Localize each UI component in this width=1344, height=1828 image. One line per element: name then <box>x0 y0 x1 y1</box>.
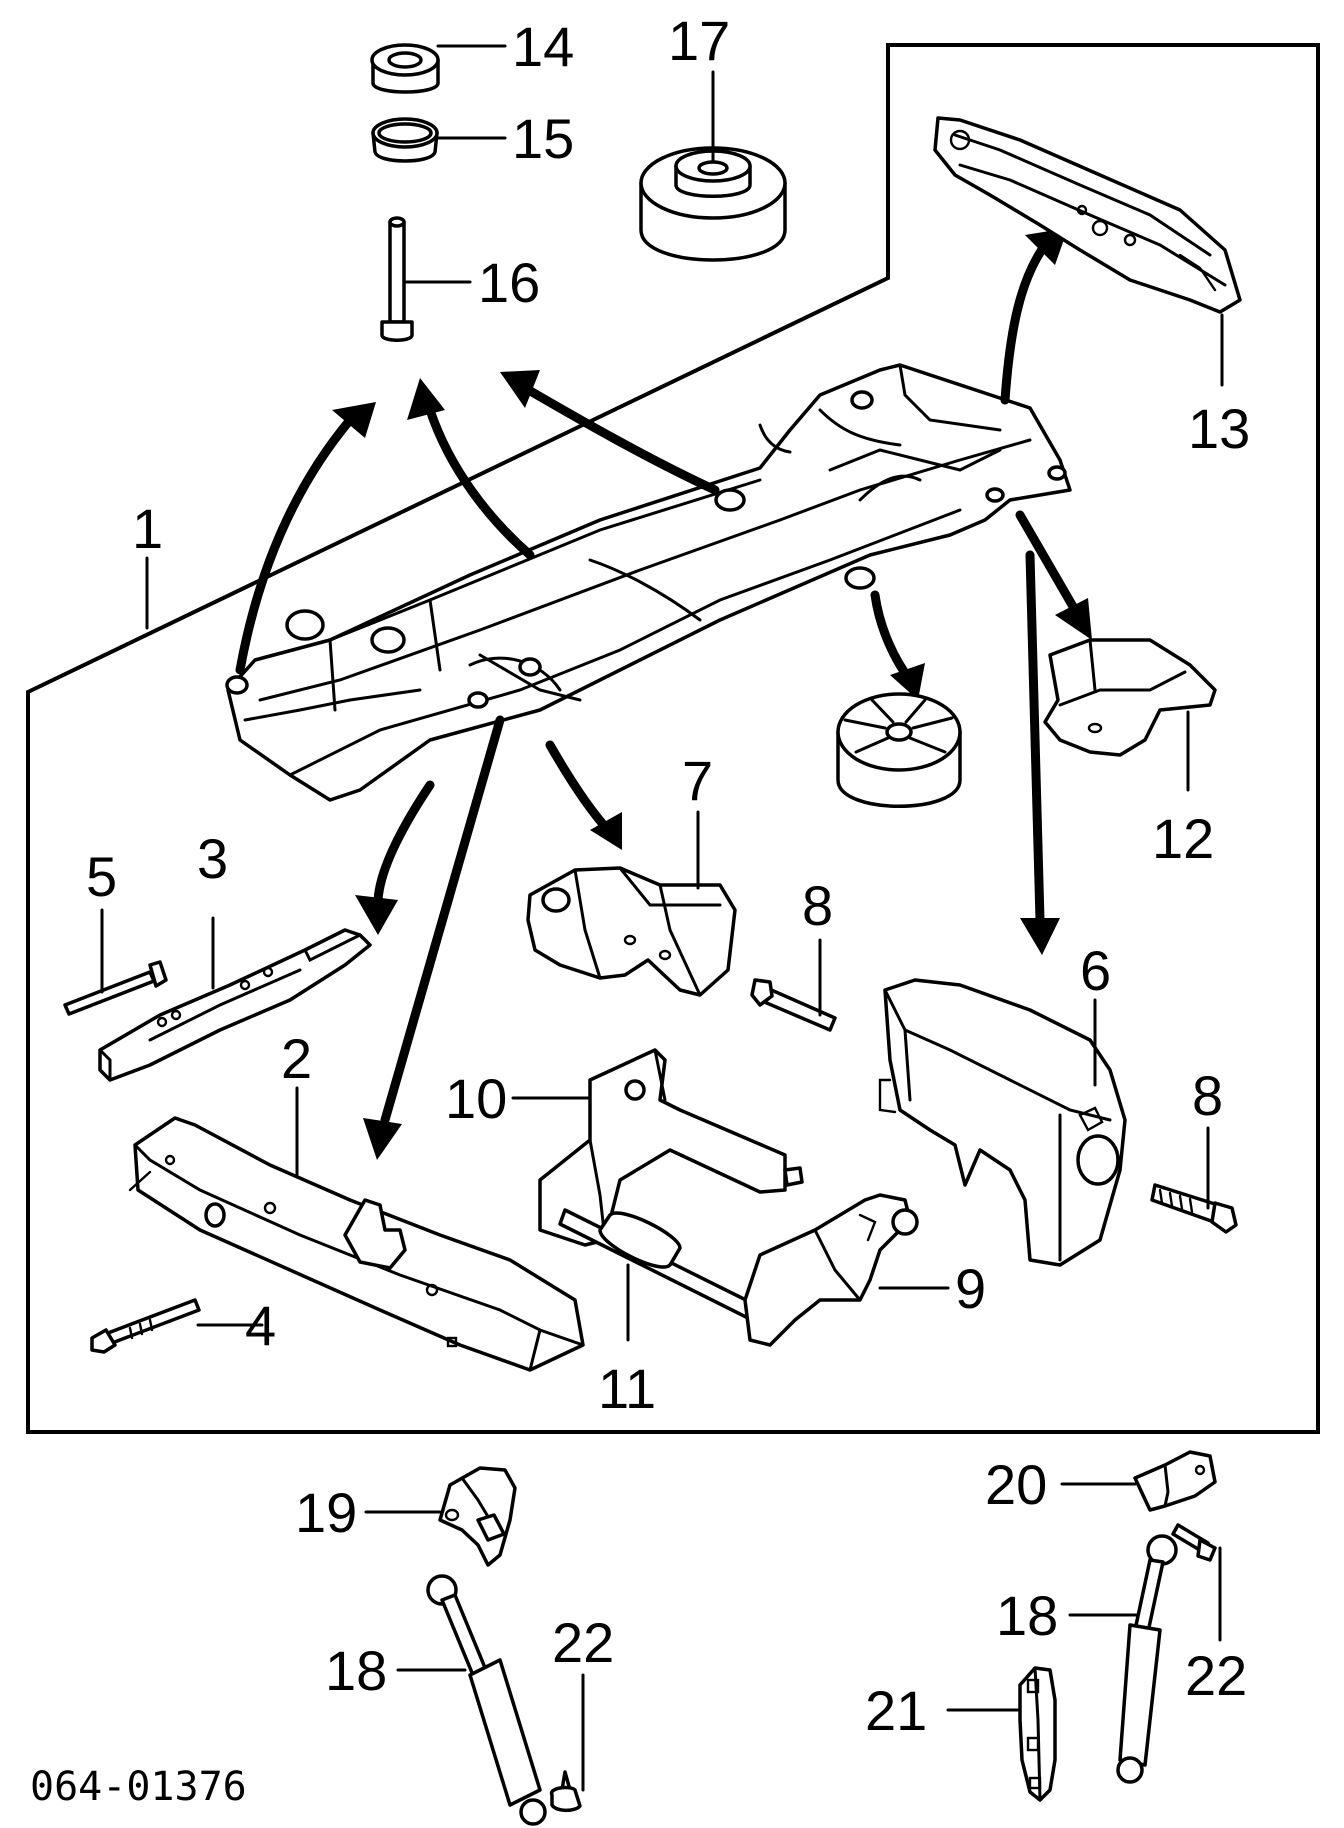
bracket-20 <box>1133 1450 1217 1512</box>
bolt-22-left <box>549 1770 582 1813</box>
callout-7: 7 <box>682 749 713 812</box>
callout-19: 19 <box>295 1481 357 1544</box>
bracket-3 <box>98 928 372 1082</box>
diagram-reference-number: 064-01376 <box>30 1764 247 1810</box>
callout-4: 4 <box>245 1294 276 1357</box>
callout-17: 17 <box>668 9 730 72</box>
skid-plate-12 <box>1043 638 1217 757</box>
callout-8-right: 8 <box>1192 1064 1223 1127</box>
bolt-22-right <box>1171 1523 1217 1562</box>
callouts: 14 15 16 17 1 13 12 7 8 6 8 5 3 2 10 9 4… <box>86 9 1250 1742</box>
callout-20: 20 <box>985 1453 1047 1516</box>
callout-22-right: 22 <box>1185 1644 1247 1707</box>
bracket-21 <box>1018 1666 1057 1802</box>
callout-14: 14 <box>512 15 574 78</box>
callout-12: 12 <box>1152 807 1214 870</box>
frame-assembly <box>225 363 1072 802</box>
bolt-8-right <box>1150 1183 1238 1234</box>
callout-18-left: 18 <box>325 1639 387 1702</box>
callout-8-upper: 8 <box>802 874 833 937</box>
assembly-boundary <box>26 43 1320 1434</box>
body-mount-lower <box>836 692 962 808</box>
bolt-16 <box>380 216 414 342</box>
callout-1: 1 <box>132 497 163 560</box>
pin-8-upper <box>750 978 837 1032</box>
callout-5: 5 <box>86 845 117 908</box>
shock-absorber-left-18 <box>426 1574 547 1826</box>
callout-3: 3 <box>197 827 228 890</box>
crossmember-13 <box>933 116 1242 314</box>
callout-15: 15 <box>512 107 574 170</box>
damper-11 <box>558 1208 772 1328</box>
callout-9: 9 <box>955 1257 986 1320</box>
callout-11: 11 <box>598 1357 656 1420</box>
crossmember-2 <box>128 1116 585 1372</box>
insulator-14 <box>370 43 440 94</box>
bracket-7 <box>526 866 737 997</box>
shock-absorber-right-18 <box>1116 1534 1178 1784</box>
leader-lines <box>100 44 1224 1792</box>
callout-13: 13 <box>1188 397 1250 460</box>
explode-arrows <box>235 228 1092 1160</box>
body-mount-17 <box>639 146 787 262</box>
bolt-4 <box>90 1298 201 1354</box>
bracket-9 <box>743 1193 919 1347</box>
callout-6: 6 <box>1080 939 1111 1002</box>
callout-16: 16 <box>478 251 540 314</box>
callout-10: 10 <box>445 1067 507 1130</box>
callout-18-right: 18 <box>996 1584 1058 1647</box>
callout-21: 21 <box>865 1679 927 1742</box>
callout-2: 2 <box>281 1027 312 1090</box>
bracket-19 <box>438 1466 517 1567</box>
callout-22-left: 22 <box>552 1611 614 1674</box>
bracket-6 <box>878 978 1127 1267</box>
bolt-5 <box>63 960 168 1016</box>
insulator-15 <box>371 117 439 163</box>
